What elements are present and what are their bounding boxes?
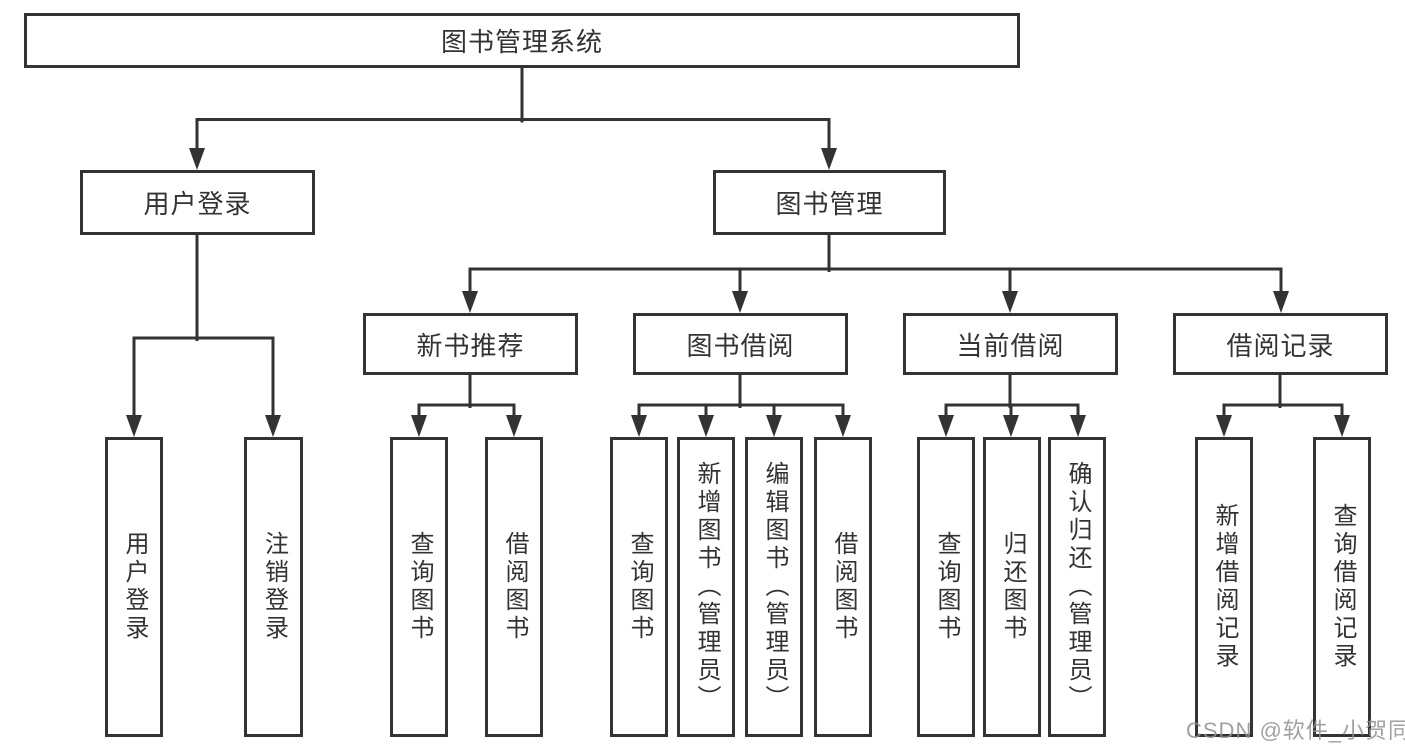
leaf-query-books-newbook: 查询图书 xyxy=(390,437,448,737)
leaf-borrow-books-newbook: 借阅图书 xyxy=(485,437,543,737)
leaf-query-borrow-records: 查询借阅记录 xyxy=(1313,437,1371,737)
leaf-query-books-current-label: 查询图书 xyxy=(933,531,960,643)
leaf-add-books-admin: 新增图书（管理员） xyxy=(677,437,735,737)
leaf-user-login: 用户登录 xyxy=(105,437,163,737)
leaf-edit-books-admin-label: 编辑图书（管理员） xyxy=(761,461,788,713)
leaf-query-books-borrow: 查询图书 xyxy=(610,437,668,737)
leaf-confirm-return-admin: 确认归还（管理员） xyxy=(1048,437,1106,737)
leaf-query-borrow-records-label: 查询借阅记录 xyxy=(1329,503,1356,671)
leaf-query-books-current: 查询图书 xyxy=(917,437,975,737)
leaf-add-borrow-record-label: 新增借阅记录 xyxy=(1211,503,1238,671)
root-box-library-management-system: 图书管理系统 xyxy=(24,13,1020,68)
leaf-borrow-books-newbook-label: 借阅图书 xyxy=(501,531,528,643)
node-book-borrowing: 图书借阅 xyxy=(633,313,848,375)
csdn-watermark: CSDN @软件_小贺同学 xyxy=(1186,718,1405,743)
node-current-borrowing: 当前借阅 xyxy=(903,313,1118,375)
leaf-user-login-label: 用户登录 xyxy=(121,531,148,643)
leaf-query-books-borrow-label: 查询图书 xyxy=(626,531,653,643)
leaf-query-books-newbook-label: 查询图书 xyxy=(406,531,433,643)
node-borrowing-records: 借阅记录 xyxy=(1173,313,1388,375)
node-book-management: 图书管理 xyxy=(713,170,946,235)
node-new-book-recommendation: 新书推荐 xyxy=(363,313,578,375)
node-user-login: 用户登录 xyxy=(80,170,315,235)
leaf-logout-label: 注销登录 xyxy=(260,531,288,643)
leaf-borrow-books: 借阅图书 xyxy=(814,437,872,737)
leaf-borrow-books-label: 借阅图书 xyxy=(830,531,857,643)
leaf-confirm-return-admin-label: 确认归还（管理员） xyxy=(1064,461,1091,713)
leaf-add-borrow-record: 新增借阅记录 xyxy=(1195,437,1253,737)
leaf-logout: 注销登录 xyxy=(244,437,303,737)
leaf-return-books: 归还图书 xyxy=(983,437,1041,737)
arrowheads xyxy=(126,148,1350,437)
leaf-edit-books-admin: 编辑图书（管理员） xyxy=(745,437,803,737)
leaf-add-books-admin-label: 新增图书（管理员） xyxy=(693,461,720,713)
leaf-return-books-label: 归还图书 xyxy=(999,531,1026,643)
